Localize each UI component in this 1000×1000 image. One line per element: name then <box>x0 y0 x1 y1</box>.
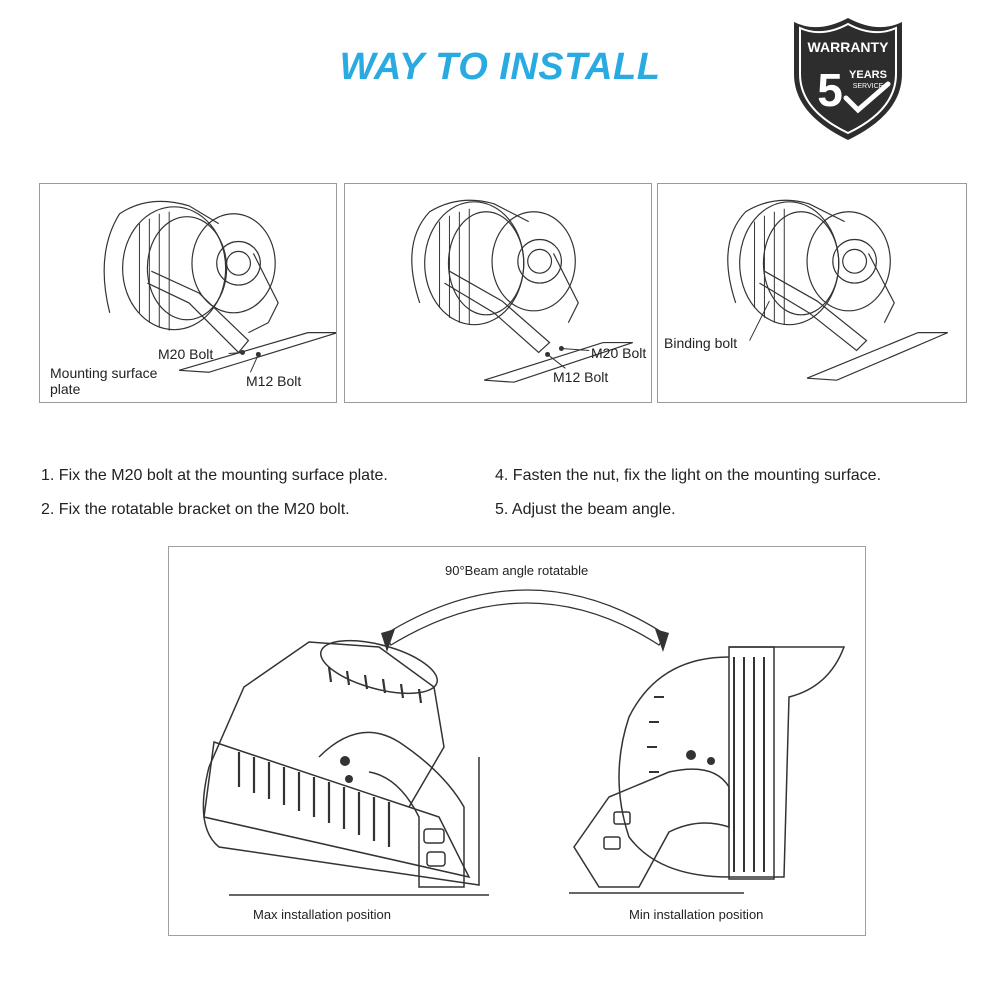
label-m12-bolt: M12 Bolt <box>553 369 609 385</box>
label-m20-bolt: M20 Bolt <box>591 345 647 361</box>
badge-years: YEARS <box>849 69 887 81</box>
max-position-label: Max installation position <box>253 907 392 922</box>
beam-angle-panel: 90°Beam angle rotatable Max installation… <box>168 546 866 936</box>
step-2: 2. Fix the rotatable bracket on the M20 … <box>41 501 350 518</box>
checkmark-icon <box>843 81 891 114</box>
beam-angle-illustration <box>202 589 846 896</box>
step-4: 4. Fasten the nut, fix the light on the … <box>495 467 882 484</box>
label-m20-bolt: M20 Bolt <box>158 346 214 362</box>
floodlight-bracket-illustration <box>103 200 336 373</box>
page-title: WAY TO INSTALL <box>339 46 661 88</box>
floodlight-bracket-illustration <box>411 199 633 383</box>
rotation-label: 90°Beam angle rotatable <box>445 563 589 578</box>
step-1: 1. Fix the M20 bolt at the mounting surf… <box>41 467 388 484</box>
label-m12-bolt: M12 Bolt <box>246 373 302 389</box>
install-panel-1: M20 Bolt Mounting surface plate M12 Bolt <box>39 183 337 403</box>
badge-service: SERVICE <box>853 83 884 90</box>
label-mounting-plate: Mounting surface <box>50 365 158 381</box>
badge-number: 5 <box>817 64 843 116</box>
badge-word: WARRANTY <box>808 39 890 55</box>
step-5: 5. Adjust the beam angle. <box>495 501 676 518</box>
warranty-badge: WARRANTY 5 YEARS SERVICE <box>794 18 902 140</box>
label-binding-bolt: Binding bolt <box>664 335 738 351</box>
install-panel-3: Binding bolt <box>657 183 967 403</box>
shield-checkmark-icon <box>794 18 902 140</box>
min-position-label: Min installation position <box>629 907 764 922</box>
install-panel-2: M20 Bolt M12 Bolt <box>344 183 652 403</box>
floodlight-bracket-illustration <box>727 199 948 381</box>
label-mounting-plate-2: plate <box>50 381 81 397</box>
